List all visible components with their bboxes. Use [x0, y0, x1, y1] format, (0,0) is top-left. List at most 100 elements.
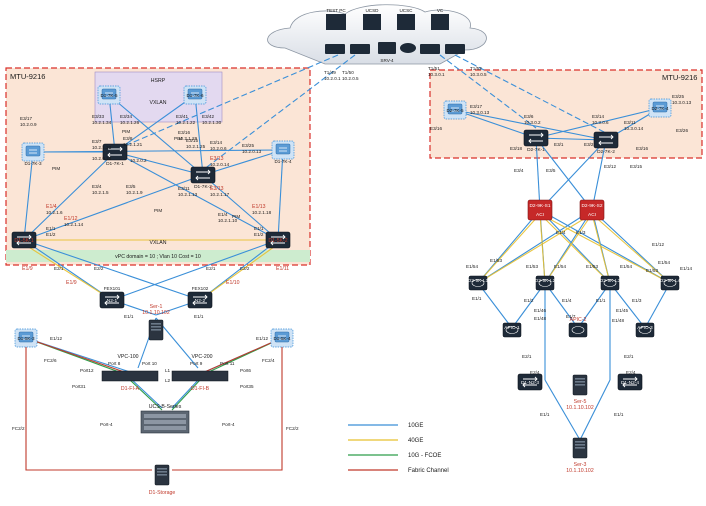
d2-9k-s2-label: D2-9K-S2: [581, 203, 602, 209]
port-label-l-port4b: Port-4: [222, 422, 235, 427]
vpc-band: [6, 250, 310, 262]
port-label-l-e3-7: E3/7: [92, 139, 102, 144]
cloud-device-vc[interactable]: VC: [431, 8, 449, 30]
port-label-l-ip-1-17: 10.2.1.17: [210, 192, 230, 197]
device-ser-1[interactable]: Ser-1 10.1.10.102: [142, 304, 170, 341]
vxlan-top-label: VXLAN: [149, 100, 166, 106]
d2-7k-5-label: D2-7K-5: [446, 108, 464, 113]
cloud-device-test-pc[interactable]: TEST PC: [326, 8, 346, 30]
port-label-r-e1-4b: E1/4: [562, 298, 572, 303]
port-label-r-e3-1: E3/1: [554, 142, 564, 147]
port-label-r-e1-54c: E1/54: [620, 264, 632, 269]
device-apic-1[interactable]: APIC-1: [502, 322, 522, 338]
vpc-100-label: VPC-100: [117, 354, 138, 360]
port-label-r-e1-48a: E1/48: [534, 316, 546, 321]
d2-9k-s1-label: D2-9K-S1: [529, 203, 550, 209]
device-d1-n2-4[interactable]: D1-N2-4: [617, 373, 643, 391]
cloud-device-ucsd[interactable]: UCSD: [363, 8, 381, 30]
port-label-ip-10-2-0-1: 10.2.0.1: [324, 76, 341, 81]
device-d2-7k-1[interactable]: D2-7K-1: [523, 129, 549, 153]
port-label-r-e1-14: E1/14: [680, 266, 692, 271]
port-label-t1-50: T1/50: [342, 70, 354, 75]
device-d1-7k-5[interactable]: D1-7K-5: [97, 85, 121, 105]
right-zone-title: MTU-9216: [662, 73, 697, 82]
port-label-r-e1-54d: E1/54: [658, 260, 670, 265]
port-label-l-ip-1-30: 10.2.1.30: [202, 120, 222, 125]
device-ucs-b-series[interactable]: UCS-B-Series: [140, 404, 190, 434]
device-d1-fi-b[interactable]: D1-FI-B: [171, 370, 229, 392]
fex102-label: FEX102: [192, 286, 209, 291]
device-d2-9k-l2[interactable]: D2-9K-L2: [535, 275, 556, 291]
device-d1-7k-3[interactable]: D1-7K-3: [21, 142, 45, 166]
port-label-r-e3-16b: E3/16: [636, 146, 648, 151]
ucsc-label: UCSC: [399, 8, 413, 13]
device-d2-9k-s2[interactable]: D2-9K-S2 ACI: [579, 199, 605, 221]
device-d2-9k-s1[interactable]: D2-9K-S1 ACI: [527, 199, 553, 221]
port-label-r-e3-25: E3/25: [672, 94, 684, 99]
device-d1-fi-a[interactable]: D1-FI-A: [101, 370, 159, 392]
port-label-r-e1-53a: E1/53: [490, 258, 502, 263]
links-40ge: [23, 213, 671, 301]
device-d1-5k-2[interactable]: D1-5K-2: [265, 231, 291, 249]
fi-b-label: D1-FI-B: [191, 386, 210, 392]
port-label-l-e3-33: E3/33: [92, 114, 104, 119]
device-d2-9k-l4[interactable]: D2-9K-L4: [660, 275, 681, 291]
port-label-l-ip-0-6: 10.2.0.6: [210, 146, 227, 151]
device-fex102[interactable]: FEX102 N2-2: [187, 286, 213, 309]
d2-9k-s2-aci-label: ACI: [588, 212, 596, 218]
device-ser-5[interactable]: Ser-5 10.1.10.102: [566, 374, 594, 411]
device-d1-storage[interactable]: D1-Storage: [149, 464, 176, 496]
d2-7k-2-label: D2-7K-2: [597, 149, 615, 155]
port-label-l-port9: Port 9: [190, 361, 203, 366]
port-label-l-port35: Port35: [240, 384, 254, 389]
device-d2-7k-5[interactable]: D2-7K-5: [443, 100, 467, 120]
port-label-r-e2-4a: E2/4: [530, 370, 540, 375]
d1-7k-2-label: D1-7K-2: [194, 184, 212, 190]
device-d1-7k-6[interactable]: D1-7K-6: [183, 85, 207, 105]
device-fex101[interactable]: FEX101 N2-1: [99, 286, 125, 309]
port-label-l-ip-1-6: 10.2.1.6: [46, 210, 63, 215]
port-label-l-e3-41: E3/41: [176, 114, 188, 119]
device-apic-3[interactable]: APIC-3: [635, 322, 655, 338]
d2-7k-4-label: D2-7K-4: [651, 106, 669, 111]
device-d1-5k-1[interactable]: D1-5K-1: [11, 231, 37, 249]
port-label-l-e3-13: E3/13: [210, 156, 224, 162]
device-apic-2[interactable]: APIC-2: [568, 317, 588, 338]
device-d1-7k-2[interactable]: D1-7K-2: [190, 166, 216, 190]
device-d1-5k-3[interactable]: D1-5K-3: [14, 328, 38, 348]
device-d2-9k-l3[interactable]: D2-9K-L3: [600, 275, 621, 291]
device-d2-7k-2[interactable]: D2-7K-2: [593, 131, 619, 155]
port-label-r-e3-26: E3/26: [676, 128, 688, 133]
n2-2-label: N2-2: [195, 298, 206, 304]
d2-9k-s1-aci-label: ACI: [536, 212, 544, 218]
port-label-t1-49: T1/49: [324, 70, 336, 75]
port-label-l-pim1: PIM: [122, 129, 130, 134]
port-label-t1-51: T1/51: [428, 66, 440, 71]
device-ser-3[interactable]: Ser-3 10.1.10.102: [566, 437, 594, 474]
device-d1-n2-3[interactable]: D1-N2-3: [517, 373, 543, 391]
apic-3-label: APIC-3: [637, 325, 653, 331]
port-label-r-ip-0-6: 10.3.0.6: [592, 120, 609, 125]
port-label-l-e3-15: E3/15: [186, 138, 198, 143]
port-label-r-e3-16a: E3/16: [430, 126, 442, 131]
device-d2-9k-l1[interactable]: D2-9K-L1: [468, 275, 489, 291]
port-label-r-e3-11: E3/11: [624, 120, 636, 125]
device-d1-5k-4[interactable]: D1-5K-4: [270, 328, 294, 348]
port-label-l-e2-2b: E2/2: [240, 266, 250, 271]
device-d1-7k-1[interactable]: D1-7K-1: [102, 143, 128, 167]
cloud-device-ucsc[interactable]: UCSC: [397, 8, 415, 30]
port-label-l-e2-2: E2/2: [94, 266, 104, 271]
cloud-switch-row: [325, 42, 465, 54]
hsrp-label: HSRP: [151, 78, 166, 84]
port-label-l-fc2-2a: FC2/2: [12, 426, 25, 431]
port-label-l-e3-25: E3/25: [242, 143, 254, 148]
d1-7k-4-label: D1-7K-4: [274, 159, 292, 164]
port-label-r-e3-4: E3/4: [514, 168, 524, 173]
device-d2-7k-4[interactable]: D2-7K-4: [648, 98, 672, 118]
port-label-r-ip-0-2: 10.3.0.2: [524, 120, 541, 125]
d2-9k-l2-label: D2-9K-L2: [535, 278, 556, 284]
port-label-r-e1-3: E1/3: [576, 230, 586, 235]
device-d1-7k-4[interactable]: D1-7K-4: [271, 140, 295, 164]
left-zone-title: MTU-9216: [10, 72, 45, 81]
port-label-l-pim3: PIM: [52, 166, 60, 171]
